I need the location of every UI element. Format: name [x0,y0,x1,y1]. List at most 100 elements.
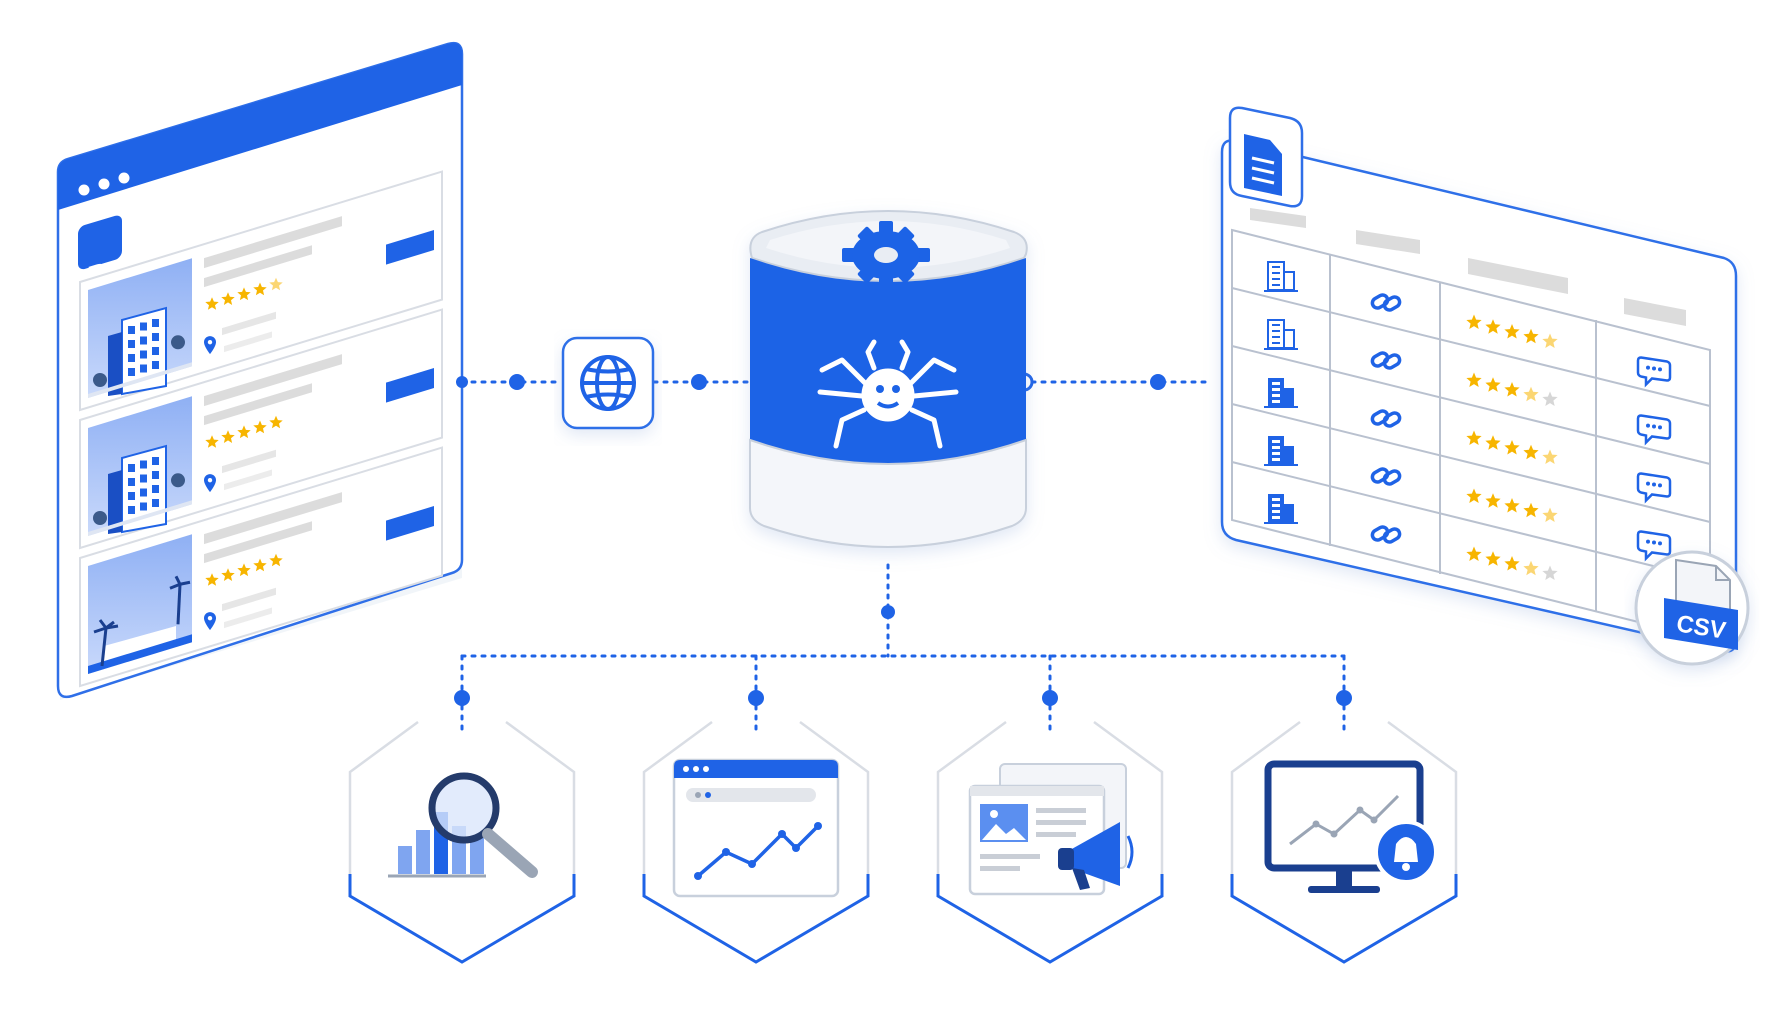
rating-star-icon [1504,440,1520,455]
rating-star-icon [253,420,267,434]
browser-line-chart-icon [672,758,840,898]
comment-icon[interactable] [1636,530,1672,562]
spreadsheet-window: CSV [1220,106,1750,666]
listing-card[interactable] [79,446,443,688]
link-icon[interactable] [1370,293,1402,312]
window-dot-icon[interactable] [118,172,130,184]
globe-icon [580,355,636,411]
rating-star-icon [1523,386,1539,402]
table-row[interactable] [1264,261,1672,388]
listing-subtitle-placeholder [204,521,312,564]
rating-star-icon [1466,372,1482,387]
location-pin-icon [204,474,216,493]
building-solid-icon [1264,494,1298,524]
hotel-building-icon [88,444,192,536]
rating-star-icon [1523,560,1539,576]
table-row[interactable] [1264,436,1672,562]
rating-star-icon [269,415,283,429]
rating-star-icon [1523,328,1539,344]
listing-price-placeholder [222,311,276,336]
rating-star-icon [1485,435,1501,450]
spreadsheet-grid [1231,228,1711,642]
window-dot-icon[interactable] [98,178,110,190]
comment-icon[interactable] [1636,356,1672,388]
crawler-cube[interactable] [749,210,1028,548]
comment-icon[interactable] [1636,472,1672,504]
rating-star-icon [1542,449,1558,464]
gear-icon [842,221,930,289]
rating-star-icon [1504,324,1520,339]
content-megaphone-icon [968,763,1134,896]
listing-subtitle-placeholder [204,245,312,288]
rating-star-icon [237,287,251,301]
magnifier-bar-chart-icon [388,772,538,878]
csv-export-badge[interactable]: CSV [1634,550,1750,666]
rating-star-icon [1542,391,1558,406]
rating-star-icon [1485,493,1501,508]
bell-icon [1374,820,1438,884]
use-case-row [348,720,1458,964]
rating-star-icon [1542,333,1558,348]
rating-star-icon [1542,507,1558,522]
megaphone-icon [1058,822,1134,890]
hotel-building-icon [88,306,192,398]
rating-star-icon [253,558,267,572]
table-row[interactable] [1264,319,1672,446]
window-title-bar [58,43,462,210]
listing-subtitle-placeholder [204,383,312,426]
rating-star-icon [1504,498,1520,513]
book-button[interactable] [386,230,434,265]
rating-star-icon [205,435,219,448]
listing-title-placeholder [204,492,342,545]
comment-icon[interactable] [1636,414,1672,446]
listing-card[interactable] [79,170,443,412]
listing-title-placeholder [204,354,342,407]
building-outline-icon [1264,261,1298,292]
spider-icon [817,339,959,449]
column-headers [1250,208,1686,326]
rating-star-icon [237,563,251,577]
rating-star-icon [269,553,283,567]
window-dot-icon[interactable] [78,184,90,196]
building-solid-icon [1264,436,1298,466]
table-row[interactable] [1264,378,1672,504]
listing-card[interactable] [79,308,443,550]
globe-node[interactable] [561,336,655,430]
rating-star-icon [1485,377,1501,392]
rating-star-icon [221,568,235,581]
rating-star-icon [1466,430,1482,445]
location-pin-icon [204,336,216,355]
rating-star-icon [1504,382,1520,397]
beach-resort-icon [88,575,192,674]
document-tab[interactable] [1228,106,1304,208]
web-trend-tracking-card[interactable] [642,720,870,964]
rating-star-icon [1542,565,1558,580]
building-solid-icon [1264,378,1298,408]
building-outline-icon [1264,319,1298,350]
rating-star-icon [205,297,219,310]
rating-star-icon [205,573,219,586]
rating-star-icon [1504,556,1520,571]
link-icon[interactable] [1370,525,1402,544]
book-button[interactable] [386,506,434,541]
market-analysis-card[interactable] [348,720,576,964]
monitor-bell-icon [1264,760,1438,893]
marketing-campaign-card[interactable] [936,720,1164,964]
rating-star-icon [1466,314,1482,329]
listing-window: B. [56,41,464,700]
link-icon[interactable] [1370,467,1402,486]
link-icon[interactable] [1370,409,1402,428]
monitoring-alerts-card[interactable] [1230,720,1458,964]
book-button[interactable] [386,368,434,403]
rating-star-icon [1466,546,1482,561]
document-icon [1244,134,1282,196]
listing-title-placeholder [204,216,342,269]
rating-star-icon [221,292,235,305]
listing-price-placeholder [222,587,276,612]
location-pin-icon [204,612,216,631]
listing-price-placeholder [222,449,276,474]
rating-star-icon [1485,319,1501,334]
rating-star-icon [1466,488,1482,503]
link-icon[interactable] [1370,351,1402,370]
